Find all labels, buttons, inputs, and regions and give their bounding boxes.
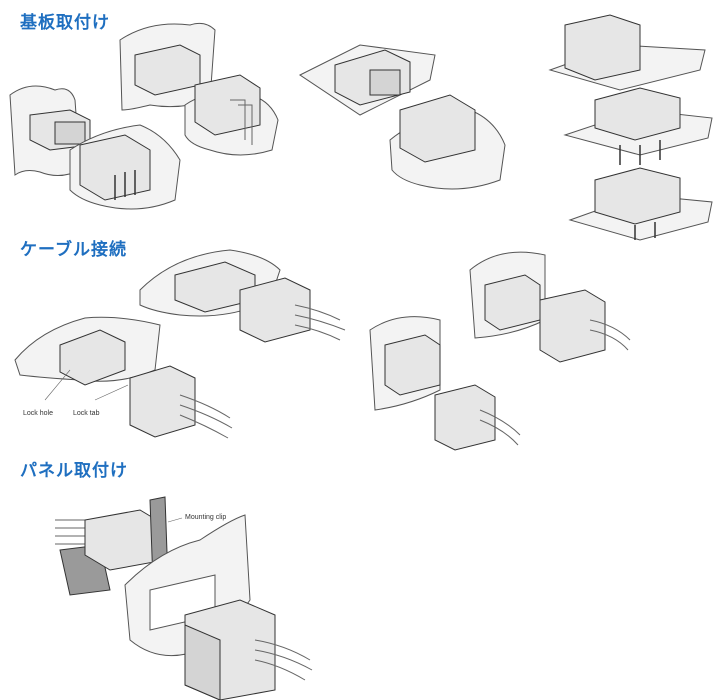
illustration-cable-connection-horizontal (14, 249, 346, 439)
section-heading-cable-connection: ケーブル接続 (20, 240, 127, 260)
illustration-board-mount-vertical-panel (9, 85, 91, 176)
illustration-board-mount-angled-2 (184, 74, 279, 156)
callout-lock-hole: Lock hole (23, 410, 53, 417)
illustration-board-mount-flat (299, 44, 436, 116)
section-heading-board-mount: 基板取付け (20, 13, 110, 33)
section-heading-panel-mount: パネル取付け (20, 461, 128, 481)
illustration-cable-connection-vertical (369, 251, 631, 451)
callout-mounting-clip: Mounting clip (185, 514, 227, 521)
illustration-board-mount-angled-1 (69, 124, 181, 210)
illustration-board-mount-vertical-2 (119, 22, 216, 111)
illustration-board-mount-through-hole-stack (548, 14, 713, 241)
callout-lock-tab: Lock tab (73, 410, 100, 417)
illustration-panel-mount (55, 496, 313, 700)
illustration-board-mount-angled-3 (389, 94, 506, 190)
